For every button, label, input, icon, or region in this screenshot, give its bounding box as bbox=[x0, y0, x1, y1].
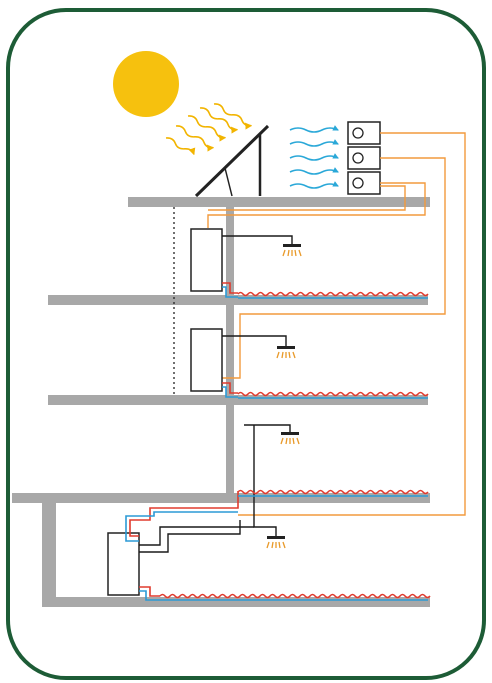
orange-pipes bbox=[207, 132, 466, 516]
air-arrow bbox=[289, 139, 339, 147]
sun-ray bbox=[199, 107, 239, 134]
wall bbox=[226, 207, 234, 503]
floor-slab bbox=[48, 395, 428, 405]
shower-heads bbox=[266, 244, 302, 549]
black-pipes bbox=[139, 235, 293, 553]
shower-head-icon bbox=[282, 244, 302, 257]
building-structure bbox=[12, 197, 430, 607]
outdoor-units bbox=[347, 121, 381, 195]
floor-slab bbox=[42, 597, 430, 607]
air-arrow bbox=[289, 181, 339, 189]
shower-head-icon bbox=[276, 346, 296, 359]
water-tank-icon bbox=[190, 228, 223, 292]
sun-ray bbox=[187, 115, 227, 142]
sun-ray bbox=[165, 137, 196, 156]
hot-pipe bbox=[237, 291, 429, 297]
sun-ray bbox=[213, 103, 253, 130]
water-tank-icon bbox=[107, 532, 140, 596]
water-tanks bbox=[107, 228, 223, 596]
shower-head-icon bbox=[266, 536, 286, 549]
water-tank-icon bbox=[190, 328, 223, 392]
sun-rays bbox=[165, 103, 253, 156]
underfloor-loop bbox=[159, 593, 431, 601]
underfloor-heating bbox=[159, 291, 431, 601]
shower-head-icon bbox=[280, 432, 300, 445]
underfloor-loop bbox=[237, 489, 429, 497]
air-flow-arrows bbox=[289, 125, 339, 189]
hot-pipe bbox=[237, 489, 429, 495]
roof-slab bbox=[128, 197, 430, 207]
wall bbox=[42, 503, 56, 607]
solar-panel-icon bbox=[194, 124, 270, 198]
heat-pump-unit-icon bbox=[347, 121, 381, 145]
frame bbox=[6, 8, 486, 680]
floor-slab bbox=[12, 493, 430, 503]
hot-pipe bbox=[237, 391, 429, 397]
heat-pump-unit-icon bbox=[347, 171, 381, 195]
sun-ray bbox=[175, 125, 215, 152]
underfloor-loop bbox=[237, 391, 429, 399]
underfloor-loop bbox=[237, 291, 429, 299]
heat-pump-unit-icon bbox=[347, 146, 381, 170]
connector-pipes bbox=[125, 282, 239, 601]
hot-pipe bbox=[159, 593, 431, 599]
floor-slab bbox=[48, 295, 428, 305]
air-arrow bbox=[289, 125, 339, 133]
sun-icon bbox=[113, 51, 179, 117]
air-arrow bbox=[289, 153, 339, 161]
air-arrow bbox=[289, 167, 339, 175]
